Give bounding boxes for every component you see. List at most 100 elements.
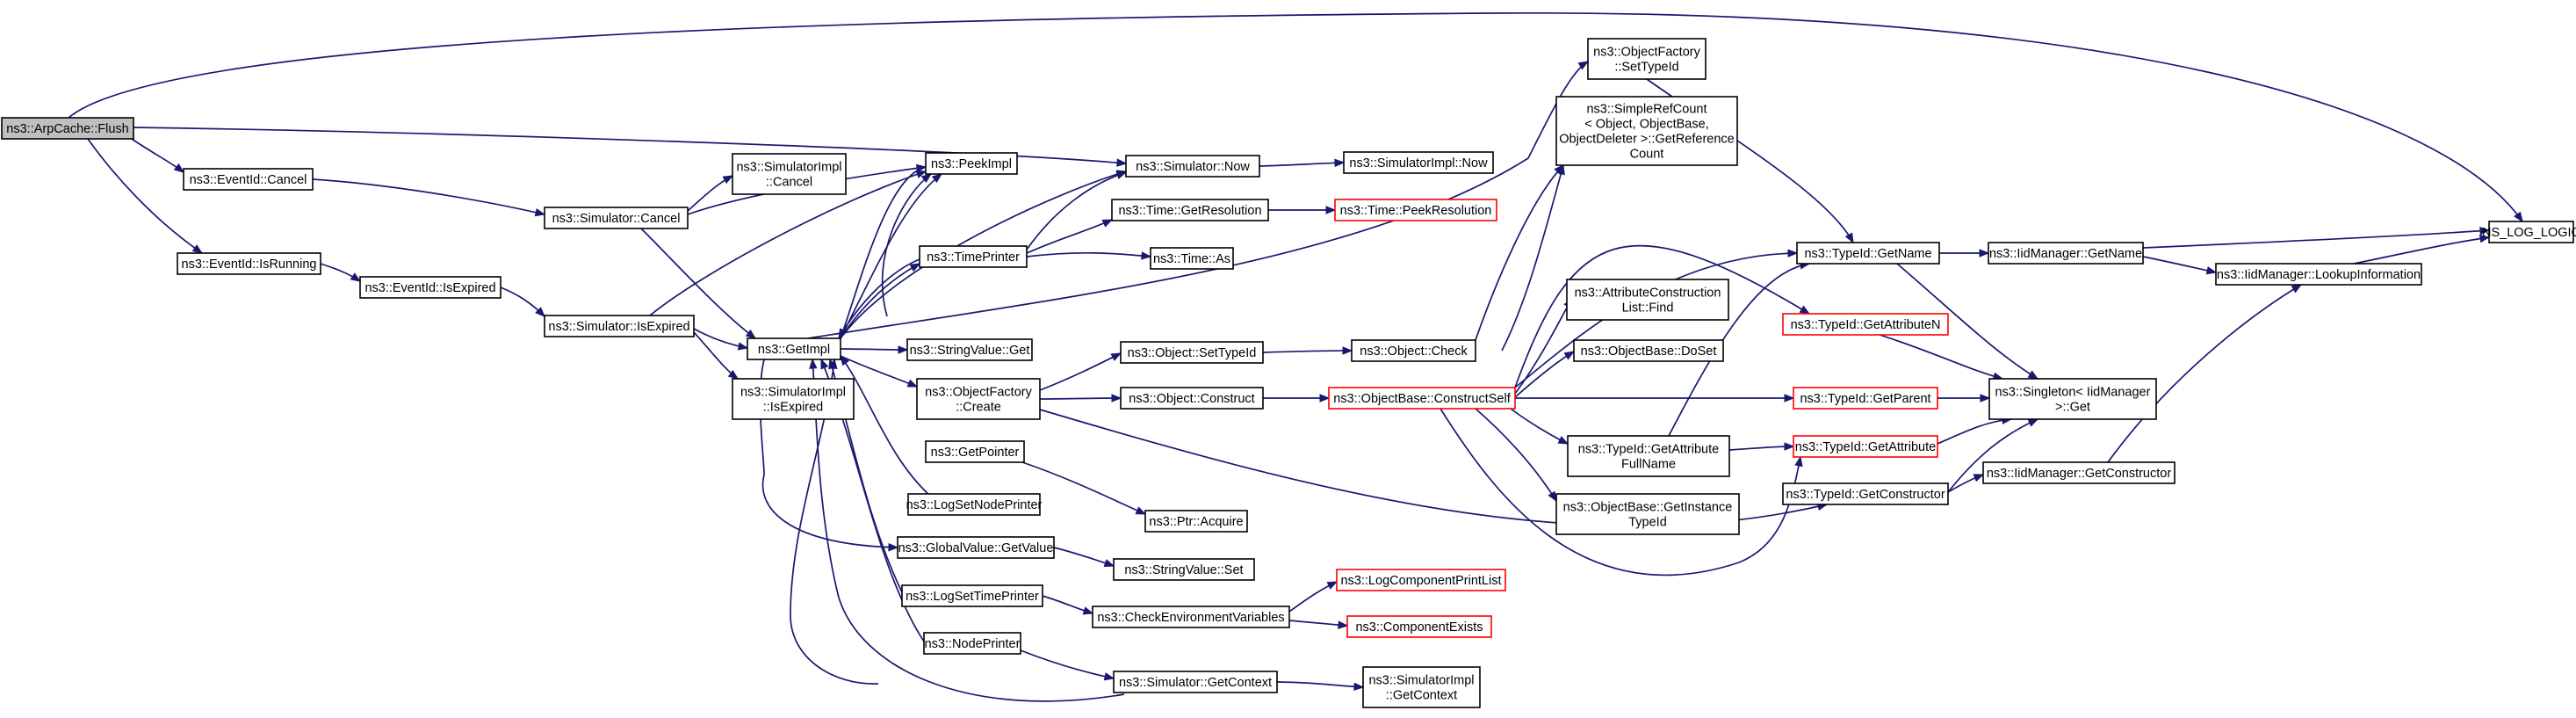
arrowhead [1844, 232, 1854, 244]
call-edge [840, 348, 908, 351]
arrowhead [809, 358, 818, 369]
arrowhead [1082, 606, 1094, 615]
node-objbasedoset[interactable]: ns3::ObjectBase::DoSet [1573, 339, 1724, 362]
node-timeas[interactable]: ns3::Time::As [1150, 247, 1234, 270]
node-box [1566, 279, 1729, 321]
arrowhead [737, 342, 749, 351]
node-logsetnodeprinter[interactable]: ns3::LogSetNodePrinter [906, 493, 1043, 516]
node-box [923, 632, 1021, 655]
node-peekimpl[interactable]: ns3::PeekImpl [925, 152, 1018, 175]
node-nodeprinter[interactable]: ns3::NodePrinter [923, 632, 1021, 655]
arrowhead [1103, 559, 1115, 568]
node-box [732, 153, 847, 195]
node-evcancel[interactable]: ns3::EventId::Cancel [183, 168, 314, 191]
node-typeidgetattr[interactable]: ns3::TypeId::GetAttribute [1793, 435, 1938, 458]
node-label: >::Get [2055, 401, 2090, 415]
arrowhead [727, 369, 740, 380]
node-logsettimeprinter[interactable]: ns3::LogSetTimePrinter [901, 584, 1043, 607]
node-simnow[interactable]: ns3::Simulator::Now [1125, 155, 1260, 178]
node-simcancel[interactable]: ns3::Simulator::Cancel [544, 207, 689, 229]
arrowhead [534, 208, 546, 217]
node-simimplisexpired[interactable]: ns3::SimulatorImpl::IsExpired [732, 378, 855, 420]
node-objfacsettypeid[interactable]: ns3::ObjectFactory::SetTypeId [1587, 38, 1707, 80]
node-compexists[interactable]: ns3::ComponentExists [1346, 615, 1492, 638]
node-typeidgetname[interactable]: ns3::TypeId::GetName [1796, 242, 1940, 265]
node-simimplgetcontext[interactable]: ns3::SimulatorImpl::GetContext [1362, 666, 1481, 708]
node-iidmgrlookup[interactable]: ns3::IidManager::LookupInformation [2215, 263, 2422, 286]
node-simgetcontext[interactable]: ns3::Simulator::GetContext [1113, 671, 1278, 693]
node-objbaseconstructself[interactable]: ns3::ObjectBase::ConstructSelf [1328, 387, 1516, 410]
node-box [897, 536, 1055, 559]
node-simisexpired[interactable]: ns3::Simulator::IsExpired [544, 315, 695, 337]
node-simimplnow[interactable]: ns3::SimulatorImpl::Now [1343, 151, 1494, 174]
node-box [1362, 666, 1481, 708]
node-label: ns3::TypeId::GetName [1804, 247, 1931, 261]
node-simimplcancel[interactable]: ns3::SimulatorImpl::Cancel [732, 153, 847, 195]
node-timegetres[interactable]: ns3::Time::GetResolution [1111, 199, 1269, 221]
node-box [1988, 242, 2144, 265]
node-iidmgrgetname[interactable]: ns3::IidManager::GetName [1988, 242, 2144, 265]
node-label: ns3::IidManager::GetConstructor [1987, 467, 2172, 481]
arrowhead [2479, 234, 2491, 243]
call-edge [1039, 397, 1122, 400]
node-typeidgetparent[interactable]: ns3::TypeId::GetParent [1793, 387, 1938, 410]
call-edge [1026, 171, 1127, 250]
call-edge [838, 258, 920, 339]
node-strvalset[interactable]: ns3::StringValue::Set [1113, 558, 1255, 581]
node-evisexpired[interactable]: ns3::EventId::IsExpired [359, 276, 501, 299]
arrowhead [1101, 219, 1114, 228]
node-typeidgetconstructor[interactable]: ns3::TypeId::GetConstructor [1782, 482, 1949, 505]
node-box [1150, 247, 1234, 270]
node-typeidgetattrn[interactable]: ns3::TypeId::GetAttributeN [1782, 313, 1949, 336]
node-objfaccreate[interactable]: ns3::ObjectFactory::Create [916, 378, 1041, 420]
call-edge [1026, 219, 1113, 254]
call-edge [1475, 408, 1557, 502]
node-objconstruct[interactable]: ns3::Object::Construct [1120, 387, 1264, 410]
node-box [1573, 339, 1724, 362]
node-label: ::Cancel [766, 176, 812, 190]
node-box [1113, 558, 1255, 581]
node-timeprinter[interactable]: ns3::TimePrinter [919, 245, 1028, 268]
call-edge [640, 228, 756, 339]
node-box [901, 584, 1043, 607]
node-logcompprintlist[interactable]: ns3::LogComponentPrintList [1336, 569, 1506, 591]
node-checkenv[interactable]: ns3::CheckEnvironmentVariables [1092, 606, 1290, 628]
node-simplerefcount[interactable]: ns3::SimpleRefCount< Object, ObjectBase,… [1555, 96, 1738, 166]
node-label: ns3::TimePrinter [927, 250, 1020, 265]
node-ptracquire[interactable]: ns3::Ptr::Acquire [1144, 510, 1248, 533]
node-box [925, 152, 1018, 175]
node-getpointer[interactable]: ns3::GetPointer [925, 440, 1025, 463]
arrowhead [1334, 158, 1346, 168]
node-label: ns3::LogSetTimePrinter [906, 590, 1039, 604]
call-edge [1514, 351, 1575, 398]
node-label: ::IsExpired [763, 401, 824, 415]
call-edge [1510, 408, 1569, 445]
call-edge [2353, 236, 2490, 265]
arrowhead [1103, 672, 1115, 681]
call-edge [2142, 256, 2217, 273]
node-strvalget[interactable]: ns3::StringValue::Get [906, 338, 1033, 361]
node-singletonget[interactable]: ns3::Singleton< IidManager>::Get [1988, 378, 2157, 420]
node-objsettypeid[interactable]: ns3::Object::SetTypeId [1120, 341, 1264, 364]
node-label: ns3::Time::PeekResolution [1340, 204, 1492, 218]
node-label: ns3::EventId::IsExpired [364, 281, 495, 295]
arrowhead [840, 354, 849, 366]
node-evisrunning[interactable]: ns3::EventId::IsRunning [177, 252, 321, 275]
node-label: ns3::CheckEnvironmentVariables [1097, 611, 1284, 625]
arrowhead [1577, 61, 1590, 70]
call-edge [1021, 461, 1146, 515]
node-box [907, 493, 1041, 516]
node-iidmgrgetconstructor[interactable]: ns3::IidManager::GetConstructor [1982, 461, 2176, 484]
node-flush[interactable]: ns3::ArpCache::Flush [1, 117, 134, 140]
node-label: ns3::SimpleRefCount [1586, 103, 1707, 117]
node-label: ::Create [956, 401, 1001, 415]
node-timepeekres[interactable]: ns3::Time::PeekResolution [1334, 199, 1497, 221]
node-objcheck[interactable]: ns3::Object::Check [1351, 339, 1476, 362]
node-globalvalget[interactable]: ns3::GlobalValue::GetValue [897, 536, 1055, 559]
node-box [183, 168, 314, 191]
node-nslog[interactable]: NS_LOG_LOGIC [2482, 221, 2576, 243]
node-getimpl[interactable]: ns3::GetImpl [747, 337, 841, 360]
